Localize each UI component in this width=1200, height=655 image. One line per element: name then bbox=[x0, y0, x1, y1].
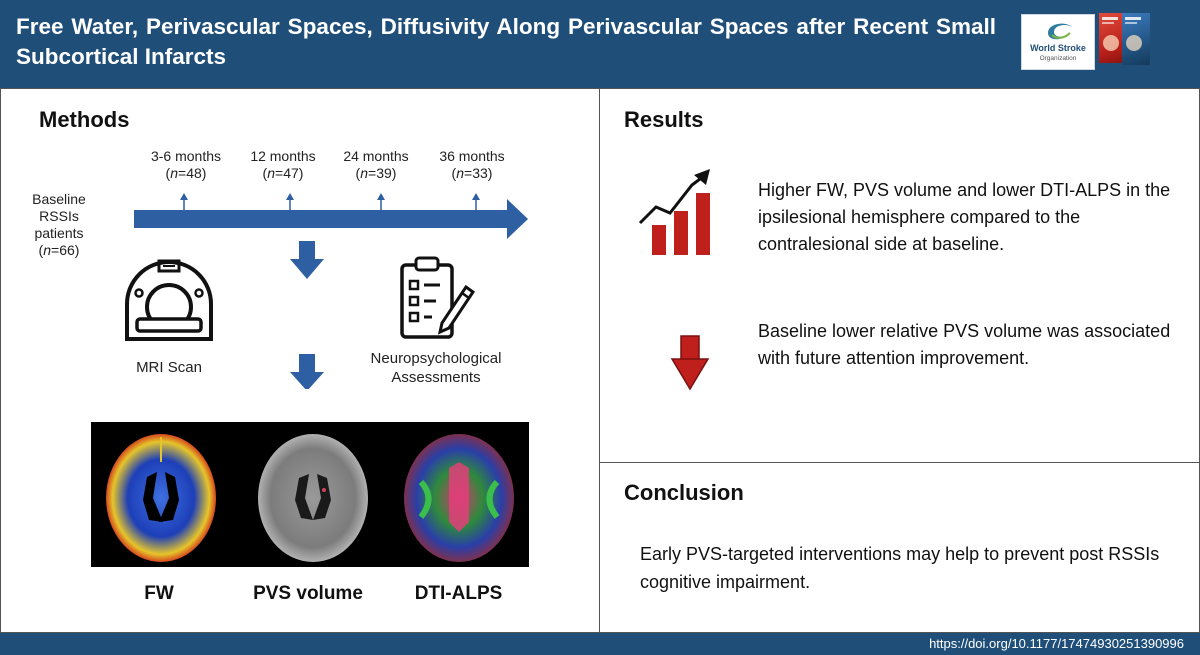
wso-swirl-icon bbox=[1048, 23, 1072, 40]
logo-sub: Organization bbox=[1039, 55, 1077, 62]
mri-scanner-icon bbox=[125, 259, 213, 341]
conclusion-text: Early PVS-targeted interventions may hel… bbox=[640, 544, 1160, 592]
doi-link[interactable]: https://doi.org/10.1177/1747493025139099… bbox=[929, 636, 1184, 651]
result-item-1: Higher FW, PVS volume and lower DTI-ALPS… bbox=[758, 180, 1171, 254]
timeline-diagram bbox=[134, 193, 528, 389]
down-arrow-red-icon bbox=[670, 335, 710, 391]
methods-panel: Methods 3-6 months (n=48) 12 months (n=4… bbox=[0, 88, 600, 633]
journal-cover-icon bbox=[1099, 13, 1123, 63]
trend-line bbox=[638, 177, 701, 225]
results-panel: Results Higher FW, PVS volume and lower … bbox=[599, 88, 1200, 463]
down-arrow-icon bbox=[290, 241, 324, 279]
mri-scan-label: MRI Scan bbox=[136, 359, 202, 376]
journal-cover-icon bbox=[1122, 13, 1150, 65]
pvs-volume-label: PVS volume bbox=[253, 583, 363, 604]
timeline-label: 12 months (n=47) bbox=[250, 148, 316, 181]
result-item-2: Baseline lower relative PVS volume was a… bbox=[758, 321, 1171, 368]
timeline-label: 24 months (n=39) bbox=[343, 148, 409, 181]
conclusion-panel: Conclusion Early PVS-targeted interventi… bbox=[599, 462, 1200, 633]
methods-title: Methods bbox=[39, 107, 130, 132]
results-title: Results bbox=[624, 107, 704, 132]
icon-bar bbox=[674, 211, 688, 255]
world-stroke-logo: World Stroke Organization bbox=[1021, 14, 1095, 70]
brain-images-strip bbox=[91, 422, 529, 567]
icon-bar bbox=[652, 225, 666, 255]
logo-name: World Stroke bbox=[1030, 43, 1086, 53]
page-title: Free Water, Perivascular Spaces, Diffusi… bbox=[16, 14, 996, 69]
pvs-brain-image bbox=[258, 434, 368, 562]
baseline-label: Baseline RSSIs patients (n=66) bbox=[32, 191, 86, 258]
fw-brain-image bbox=[106, 434, 216, 562]
dti-alps-brain-image bbox=[404, 434, 514, 562]
neuro-assessments-label: Neuropsychological Assessments bbox=[370, 350, 502, 386]
timeline-label: 36 months (n=33) bbox=[439, 148, 505, 181]
fw-label: FW bbox=[144, 583, 174, 604]
conclusion-title: Conclusion bbox=[624, 480, 744, 505]
timeline-label: 3-6 months (n=48) bbox=[150, 148, 222, 181]
timeline-arrow bbox=[134, 199, 528, 239]
trend-arrow-head bbox=[694, 169, 710, 185]
down-arrow-icon bbox=[290, 354, 324, 389]
timeline-tick-icon bbox=[180, 193, 480, 210]
rising-bar-chart-icon bbox=[638, 169, 710, 255]
header-banner: Free Water, Perivascular Spaces, Diffusi… bbox=[0, 0, 1200, 88]
dti-alps-label: DTI-ALPS bbox=[414, 583, 503, 604]
clipboard-checklist-icon bbox=[400, 256, 476, 339]
icon-bar bbox=[696, 193, 710, 255]
footer-bar: https://doi.org/10.1177/1747493025139099… bbox=[0, 633, 1200, 655]
